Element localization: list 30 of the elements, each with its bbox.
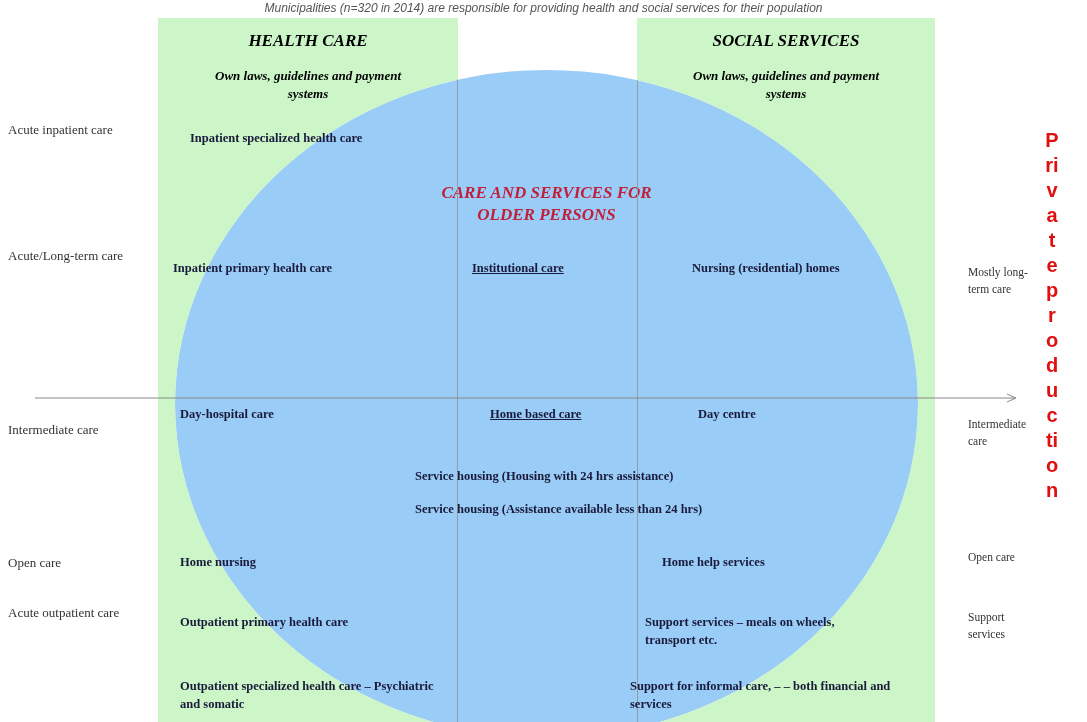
service-label: Support for informal care, – – both financial and services — [630, 678, 892, 714]
service-label: Home help services — [662, 554, 766, 571]
service-label: Nursing (residential) homes — [692, 260, 841, 277]
panel-heading: SOCIAL SERVICES — [711, 31, 861, 51]
panel-subheading: Own laws, guidelines and payment systems — [214, 67, 403, 103]
vertical-side-text: Private production — [1044, 128, 1060, 503]
care-level-label: Intermediate care — [8, 421, 100, 439]
care-level-label: Acute inpatient care — [8, 121, 114, 139]
service-label: Inpatient specialized health care — [190, 130, 364, 147]
care-level-label: Mostly long-term care — [968, 265, 1029, 298]
care-level-label: Open care — [968, 550, 1016, 566]
care-level-label: Open care — [8, 554, 63, 572]
service-label: Outpatient specialized health care – Psychiatric and somatic — [180, 678, 435, 714]
service-label: Institutional care — [472, 260, 565, 277]
service-label: Day-hospital care — [180, 406, 275, 423]
service-label: Day centre — [698, 406, 757, 423]
panel-subheading: Own laws, guidelines and payment systems — [692, 67, 881, 103]
service-label: Home based care — [490, 406, 583, 423]
service-label: Service housing (Assistance available less than 24 hrs) — [415, 501, 704, 518]
care-level-label: Acute/Long-term care — [8, 247, 125, 265]
service-label: Support services – meals on wheels, transport etc. — [645, 614, 836, 650]
service-label: Outpatient primary health care — [180, 614, 350, 631]
care-level-label: Acute outpatient care — [8, 604, 121, 622]
service-label: Home nursing — [180, 554, 258, 571]
service-label: Inpatient primary health care — [173, 260, 334, 277]
panel-heading: HEALTH CARE — [247, 31, 369, 51]
subtitle-text: Municipalities (n=320 in 2014) are responsible for providing health and social services for their population — [263, 1, 824, 15]
service-label: Service housing (Housing with 24 hrs assistance) — [415, 468, 675, 485]
care-level-label: Intermediate care — [968, 417, 1028, 450]
care-level-label: Support services — [968, 610, 1007, 643]
